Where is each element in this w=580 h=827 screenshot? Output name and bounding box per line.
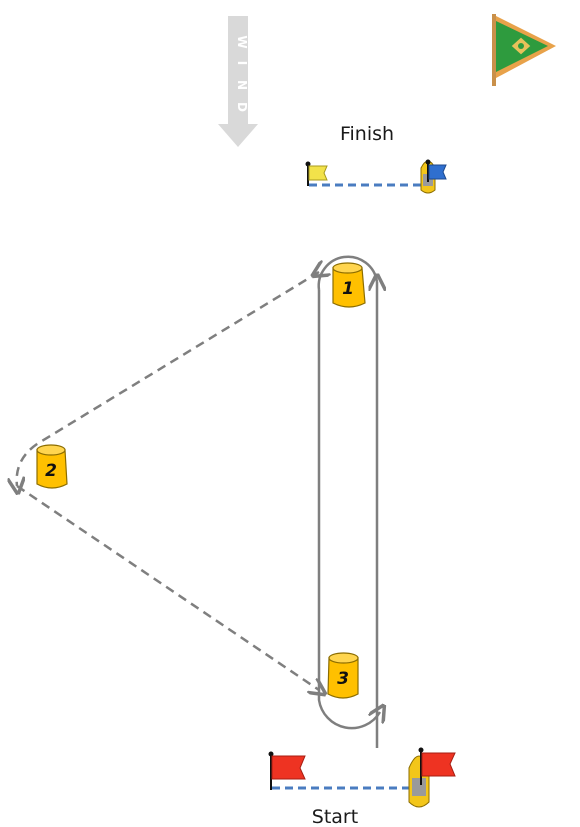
- wind-letter: I: [235, 61, 249, 67]
- start-label: Start: [312, 806, 358, 827]
- course-reach-to-2: [36, 272, 319, 446]
- wind-letter: D: [235, 102, 249, 114]
- mark-number: 1: [342, 279, 354, 299]
- finish-line: [305, 159, 447, 194]
- committee-boat-icon: [408, 747, 456, 808]
- mark-buoy-icon: 3: [327, 652, 359, 699]
- finish-label: Finish: [340, 123, 394, 145]
- wind-letter: N: [235, 80, 249, 92]
- mark-buoy-icon: 1: [332, 262, 366, 308]
- flag-icon: [305, 161, 328, 186]
- wind-arrow-icon: W I N D: [218, 16, 258, 147]
- flag-icon: [268, 751, 306, 790]
- course-loop: [317, 290, 380, 730]
- mark-buoy-icon: 2: [36, 444, 68, 489]
- mark-number: 3: [337, 669, 349, 689]
- mark-number: 2: [45, 461, 57, 481]
- committee-boat-icon: [420, 159, 447, 194]
- course-rounding-2: [17, 442, 38, 486]
- wind-letter: W: [235, 35, 249, 50]
- club-burgee-icon: [492, 14, 556, 86]
- start-line: [268, 747, 456, 808]
- course-reach-to-3: [16, 484, 319, 690]
